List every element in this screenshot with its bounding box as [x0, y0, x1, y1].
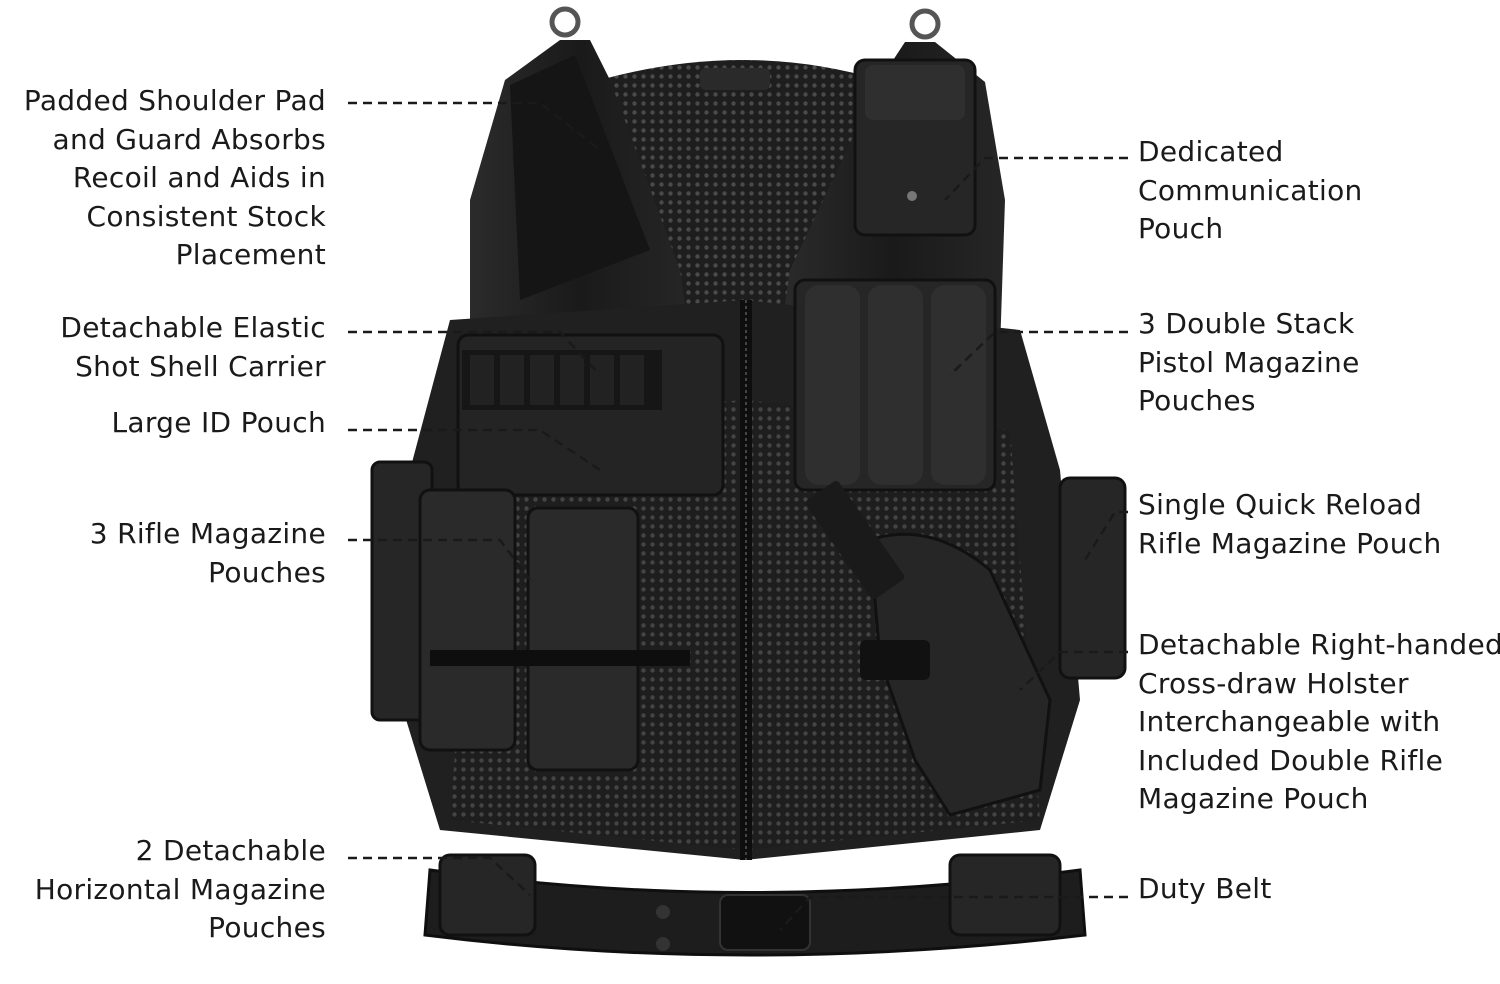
- leader-horizontal-mag: [348, 856, 531, 896]
- cross-draw-holster: [868, 532, 1052, 817]
- leader-shell-carrier: [348, 330, 601, 376]
- rifle-mag-pouch-2: [418, 488, 517, 752]
- leader-shoulder-pad: [348, 101, 601, 151]
- leader-rifle-mag: [348, 538, 531, 581]
- drag-handle: [700, 68, 770, 90]
- zipper: [740, 300, 752, 860]
- leader-quick-reload: [1083, 510, 1128, 561]
- callout-holster: Detachable Right-handed Cross-draw Holst…: [1138, 628, 1500, 815]
- holster-buckle: [860, 640, 930, 680]
- horizontal-mag-pouch-right: [948, 853, 1062, 937]
- d-ring-right: [909, 8, 941, 40]
- callout-shoulder-pad: Padded Shoulder Pad and Guard Absorbs Re…: [23, 84, 326, 271]
- leader-lines: [348, 101, 1128, 931]
- callout-comm-pouch: Dedicated Communication Pouch: [1138, 135, 1363, 245]
- d-ring-left: [549, 6, 581, 38]
- callout-id-pouch: Large ID Pouch: [111, 406, 326, 439]
- callout-horizontal-mag-pouches: 2 Detachable Horizontal Magazine Pouches: [34, 834, 326, 944]
- leader-comm-pouch: [944, 156, 1128, 201]
- shoulder-pad: [510, 55, 650, 300]
- callout-shell-carrier: Detachable Elastic Shot Shell Carrier: [60, 311, 326, 383]
- leader-id-pouch: [348, 428, 601, 472]
- leader-holster: [1019, 650, 1128, 691]
- belt-buckle: [719, 894, 811, 951]
- horizontal-mag-pouch-left: [438, 853, 537, 937]
- leader-duty-belt: [779, 895, 1128, 931]
- callout-pistol-mag-pouches: 3 Double Stack Pistol Magazine Pouches: [1138, 307, 1360, 417]
- callout-rifle-mag-pouches: 3 Rifle Magazine Pouches: [89, 517, 326, 589]
- callout-duty-belt: Duty Belt: [1138, 872, 1272, 905]
- quick-reload-pouch: [1058, 476, 1127, 680]
- rifle-mag-pouch-3: [526, 506, 640, 772]
- callout-quick-reload-pouch: Single Quick Reload Rifle Magazine Pouch: [1138, 488, 1442, 560]
